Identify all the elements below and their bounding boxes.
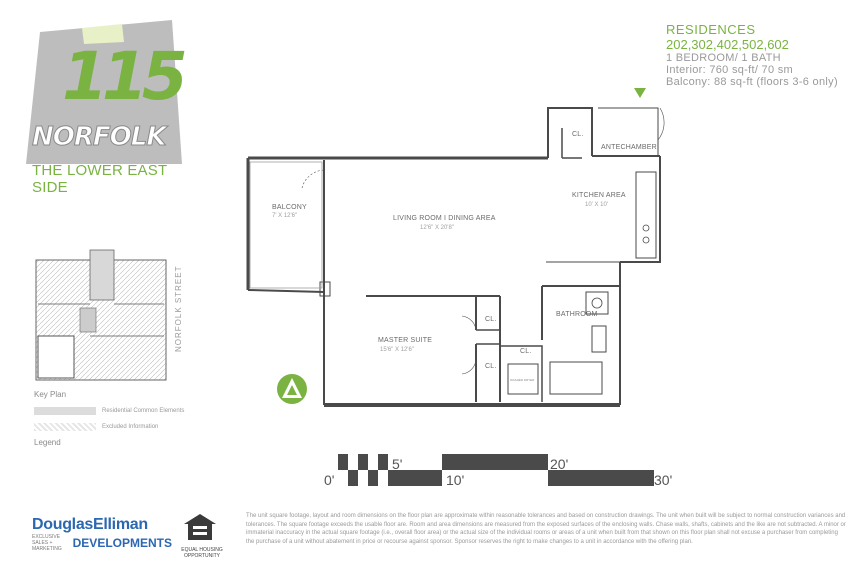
logo-graphic	[26, 20, 182, 164]
legend-title: Legend	[34, 438, 61, 447]
douglas-elliman-logo: DouglasElliman EXCLUSIVE SALES + MARKETI…	[32, 516, 172, 552]
equal-housing-text: EQUAL HOUSING OPPORTUNITY	[181, 547, 223, 559]
antechamber-label: ANTECHAMBER	[601, 144, 657, 151]
logo-number: 115	[62, 38, 188, 115]
bathroom-label: BATHROOM	[556, 311, 598, 318]
master-suite-dimensions: 15'6" X 12'6"	[380, 347, 414, 353]
scale-label-0: 0'	[324, 472, 335, 488]
legend-swatch-excluded	[34, 423, 96, 431]
equal-housing-logo: EQUAL HOUSING OPPORTUNITY	[180, 512, 224, 559]
kitchen-dimensions: 10' X 10'	[585, 202, 608, 208]
living-room-label: LIVING ROOM I DINING AREA	[393, 215, 496, 222]
residences-type: 1 BEDROOM/ 1 BATH	[666, 52, 781, 64]
closet-label-1: CL.	[572, 131, 584, 138]
scale-label-5: 5'	[392, 456, 403, 472]
brand-developments: DEVELOPMENTS	[72, 536, 172, 550]
kitchen-label: KITCHEN AREA	[572, 192, 626, 199]
logo-name: NORFOLK	[31, 122, 166, 152]
scale-label-10: 10'	[446, 472, 465, 488]
street-label: NORFOLK STREET	[174, 265, 183, 352]
legend-swatch-common	[34, 407, 96, 415]
closet-label-4: CL.	[485, 363, 497, 370]
equal-housing-icon	[184, 514, 216, 540]
scale-label-20: 20'	[550, 456, 569, 472]
building-logo: 115 NORFOLK THE LOWER EAST SIDE	[22, 14, 192, 196]
brand-name: DouglasElliman	[32, 516, 148, 533]
key-plan-drawing	[35, 249, 167, 381]
living-room-dimensions: 12'6" X 20'8"	[420, 225, 454, 231]
closet-label-3: CL.	[520, 348, 532, 355]
residences-info: RESIDENCES 202,302,402,502,602 1 BEDROOM…	[666, 22, 862, 88]
scale-bar	[338, 454, 654, 486]
legend-common-label: Residential Common Elements	[102, 408, 185, 414]
residences-title: RESIDENCES	[666, 22, 756, 37]
key-plan-title: Key Plan	[34, 390, 67, 399]
residences-units: 202,302,402,502,602	[666, 37, 789, 52]
washer-dryer-label: WASHER DRYER	[510, 378, 535, 382]
disclaimer-text: The unit square footage, layout and room…	[246, 513, 846, 545]
scale-label-30: 30'	[654, 472, 673, 488]
legend-excluded-label: Excluded Information	[102, 424, 159, 430]
balcony-label: BALCONY	[272, 204, 307, 211]
residences-balcony: Balcony: 88 sq-ft (floors 3-6 only)	[666, 76, 838, 88]
logo-subtitle: THE LOWER EAST SIDE	[32, 162, 168, 196]
brand-tagline: EXCLUSIVE SALES + MARKETING	[32, 534, 62, 552]
closet-label-2: CL.	[485, 316, 497, 323]
residences-interior: Interior: 760 sq-ft/ 70 sm	[666, 64, 794, 76]
master-suite-label: MASTER SUITE	[378, 337, 433, 344]
balcony-dimensions: 7' X 12'6"	[272, 213, 298, 219]
